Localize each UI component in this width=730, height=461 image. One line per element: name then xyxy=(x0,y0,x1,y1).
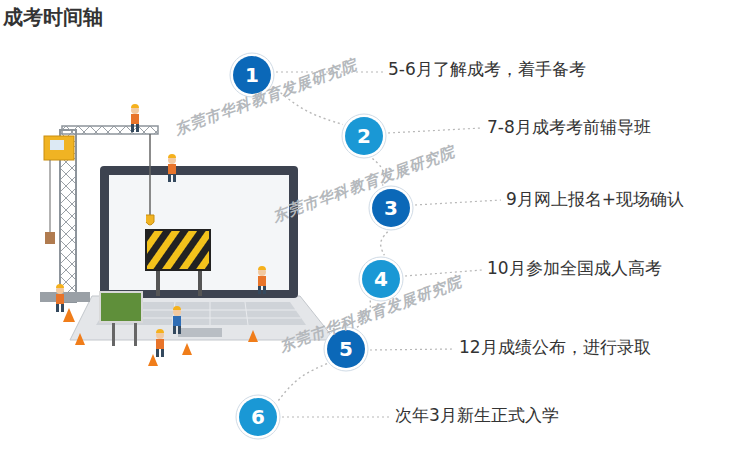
illustration-part xyxy=(156,329,164,357)
timeline-text: 10月参加全国成人高考 xyxy=(487,257,662,280)
illustration-part xyxy=(149,134,151,215)
illustration-part xyxy=(61,304,64,312)
step-number: 2 xyxy=(341,113,387,159)
illustration-part xyxy=(168,174,171,182)
illustration-part xyxy=(168,154,176,158)
leader-line xyxy=(370,349,454,350)
illustration-part xyxy=(156,329,164,333)
illustration-part xyxy=(248,330,258,342)
illustration-part xyxy=(146,230,210,270)
illustration-part xyxy=(182,343,192,355)
timeline-connector xyxy=(381,232,388,255)
leader-lines xyxy=(276,72,501,417)
crane-cab xyxy=(44,136,74,160)
step-number: 3 xyxy=(368,185,414,231)
illustration-part xyxy=(258,266,266,270)
illustration-part xyxy=(168,164,176,174)
illustration-part xyxy=(56,284,64,312)
traffic-cones xyxy=(63,308,258,366)
illustration-part xyxy=(173,316,181,326)
illustration-part xyxy=(178,326,181,334)
workers xyxy=(56,104,266,357)
step-circle: 2 xyxy=(341,113,387,159)
timeline-text: 7-8月成考考前辅导班 xyxy=(487,116,651,139)
laptop xyxy=(70,166,335,340)
timeline-text: 12月成绩公布，进行录取 xyxy=(459,336,651,359)
illustration-part xyxy=(146,215,154,225)
illustration-part xyxy=(75,333,85,345)
illustration-part xyxy=(62,126,158,134)
illustration-part xyxy=(45,232,55,244)
illustration-part xyxy=(168,154,176,182)
timeline-text: 5-6月了解成考，着手备考 xyxy=(388,58,586,81)
illustration-part xyxy=(50,160,51,240)
illustration-part xyxy=(156,339,164,349)
illustration-part xyxy=(56,304,59,312)
timeline-connector xyxy=(277,364,327,403)
illustration-part xyxy=(100,292,142,322)
warning-sign xyxy=(146,230,210,296)
illustration-part xyxy=(56,284,64,288)
leader-line xyxy=(388,128,482,133)
laptop-screen-bezel xyxy=(100,166,298,298)
illustration-part xyxy=(173,306,181,310)
leader-line xyxy=(282,416,390,417)
step-circle: 3 xyxy=(368,185,414,231)
illustration-part xyxy=(173,306,181,334)
circle-ring xyxy=(369,186,413,230)
illustration-part xyxy=(131,114,139,124)
illustration-part xyxy=(173,174,176,182)
illustration-part xyxy=(40,292,90,302)
illustration-part xyxy=(245,302,248,325)
crane xyxy=(40,126,158,302)
illustration-part xyxy=(56,294,64,304)
circle-ring xyxy=(236,395,280,439)
leader-line xyxy=(405,270,482,276)
illustration-part xyxy=(263,286,266,294)
title: 成考时间轴 xyxy=(3,4,103,31)
illustration-part xyxy=(258,266,266,294)
circle-ring xyxy=(342,114,386,158)
touchpad xyxy=(178,328,222,337)
green-board xyxy=(100,292,142,346)
timeline-text: 次年3月新生正式入学 xyxy=(395,404,559,427)
illustration-part xyxy=(161,349,164,357)
timeline-text: 9月网上报名+现场确认 xyxy=(506,188,684,211)
illustration-part xyxy=(63,308,75,322)
illustration-part xyxy=(156,349,159,357)
illustration-part xyxy=(173,326,176,334)
illustration-part xyxy=(210,302,211,325)
illustration-part xyxy=(50,140,64,150)
illustration-part xyxy=(136,124,139,132)
illustration-part xyxy=(258,276,266,286)
illustration-part xyxy=(131,124,134,132)
step-circle: 6 xyxy=(235,394,281,440)
leader-line xyxy=(415,200,501,205)
step-number: 6 xyxy=(235,394,281,440)
illustration-part xyxy=(258,286,261,294)
illustration-part xyxy=(131,104,139,108)
illustration-part xyxy=(131,104,139,132)
